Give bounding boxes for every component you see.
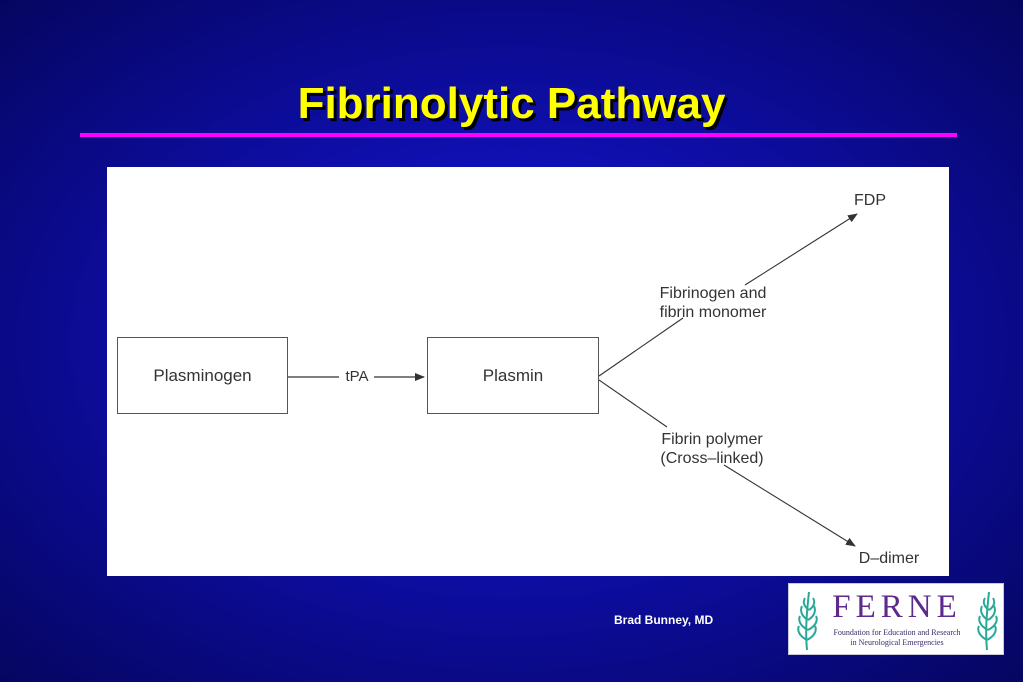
fibrinogen-label-line2: fibrin monomer xyxy=(659,304,767,321)
plasmin-node: Plasmin xyxy=(427,337,599,414)
polymer-label-line1: Fibrin polymer xyxy=(661,431,763,448)
logo-letters: FERNE xyxy=(832,589,962,625)
fibrinogen-to-fdp-arrow xyxy=(744,213,858,286)
fern-leaf-icon-right xyxy=(977,591,998,651)
diagram-connectors xyxy=(288,213,858,547)
tpa-label: tPA xyxy=(345,368,369,385)
polymer-label: Fibrin polymer (Cross–linked) xyxy=(642,430,782,468)
plasmin-to-fibrinogen-line xyxy=(598,317,684,377)
logo-subtitle-line1: Foundation for Education and Research xyxy=(833,628,961,637)
polymer-label-line2: (Cross–linked) xyxy=(660,450,764,467)
plasmin-label: Plasmin xyxy=(482,365,544,385)
logo-subtitle: Foundation for Education and Research in… xyxy=(817,628,977,648)
slide-title: Fibrinolytic Pathway xyxy=(297,79,726,128)
plasminogen-label: Plasminogen xyxy=(153,365,252,385)
diagram-panel: Plasminogen Plasmin tPA FDP Fibrinogen a… xyxy=(107,167,949,576)
author-footer: Brad Bunney, MD xyxy=(614,613,714,627)
logo-subtitle-line2: in Neurological Emergencies xyxy=(850,638,944,647)
ferne-logo: FERNE Foundation for Education and Resea… xyxy=(788,583,1004,655)
ddimer-label: D–dimer xyxy=(858,550,920,567)
plasmin-to-polymer-line xyxy=(598,379,668,428)
fdp-label: FDP xyxy=(854,192,886,209)
plasminogen-node: Plasminogen xyxy=(117,337,288,414)
fibrinogen-label: Fibrinogen and fibrin monomer xyxy=(638,284,788,322)
polymer-to-ddimer-arrow xyxy=(723,464,856,547)
fern-leaf-icon-left xyxy=(797,591,818,651)
fibrinogen-label-line1: Fibrinogen and xyxy=(659,285,767,302)
title-underline xyxy=(80,133,957,137)
